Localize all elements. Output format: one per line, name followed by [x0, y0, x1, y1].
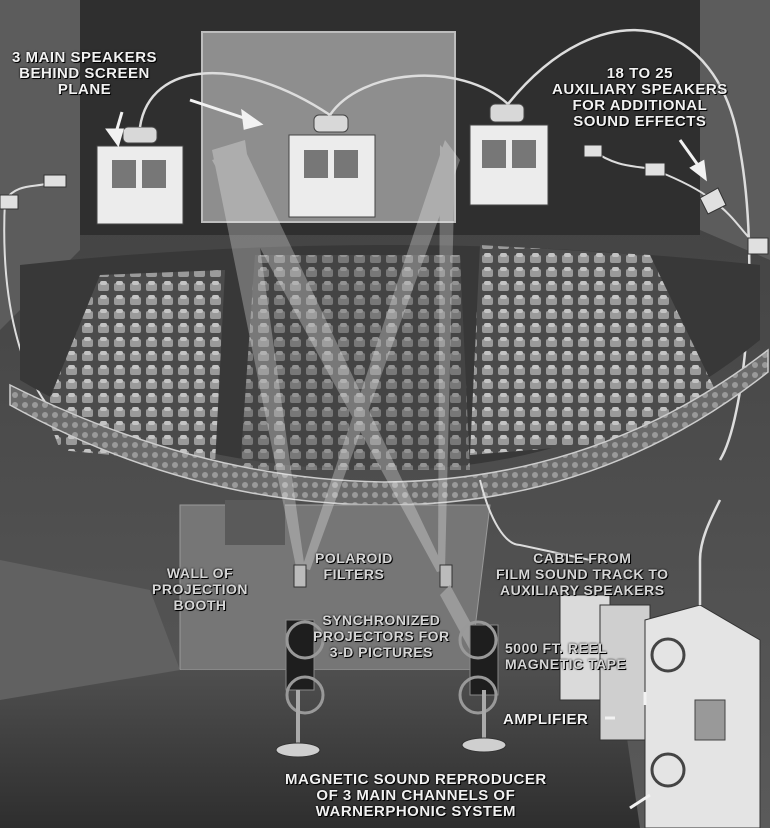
- seats-center: [240, 255, 470, 470]
- booth-stairs: [225, 500, 285, 545]
- tape-reel-label: 5000 FT. REEL MAGNETIC TAPE: [505, 640, 627, 672]
- aux-speaker-2: [0, 194, 19, 210]
- booth-floor-left: [0, 560, 180, 700]
- projection-beams: [212, 140, 460, 572]
- sound-reproducer-label: MAGNETIC SOUND REPRODUCER OF 3 MAIN CHAN…: [285, 771, 547, 820]
- balcony-rail: [9, 348, 769, 506]
- aux-speaker-1: [43, 174, 67, 188]
- projector-right: [439, 564, 507, 753]
- main-speaker-center: [288, 114, 376, 218]
- main-speaker-cable-right: [328, 74, 509, 116]
- reproducer-cable: [698, 499, 722, 605]
- amplifier-label: AMPLIFIER: [503, 711, 589, 728]
- seats-right: [470, 245, 720, 455]
- aux-speaker-3: [583, 144, 603, 158]
- projector-left: [275, 564, 325, 758]
- projectors-label: SYNCHRONIZED PROJECTORS FOR 3-D PICTURES: [313, 612, 450, 660]
- magnetic-sound-reproducer: [644, 604, 761, 828]
- auxiliary-speakers-label: 18 TO 25 AUXILIARY SPEAKERS FOR ADDITION…: [552, 65, 728, 130]
- main-speaker-cable-left: [138, 71, 331, 128]
- main-speakers-label: 3 MAIN SPEAKERS BEHIND SCREEN PLANE: [12, 49, 158, 98]
- cable-label: CABLE FROM FILM SOUND TRACK TO AUXILIARY…: [496, 550, 669, 598]
- aux-speaker-4: [644, 162, 666, 177]
- aux-speaker-6: [747, 237, 769, 255]
- amplifier-cabinet: [599, 604, 651, 741]
- main-speaker-right: [469, 103, 549, 206]
- aux-cable-right: [591, 149, 761, 246]
- main-speaker-left: [96, 126, 184, 225]
- polaroid-filters-label: POLAROID FILTERS: [315, 550, 393, 582]
- seats-left: [45, 270, 225, 465]
- aux-sound-cable: [479, 479, 591, 561]
- left-side-wall: [0, 0, 80, 330]
- pointer-arrows: [105, 98, 707, 810]
- aux-speaker-5: [699, 187, 727, 215]
- booth-wall-label: WALL OF PROJECTION BOOTH: [152, 565, 249, 613]
